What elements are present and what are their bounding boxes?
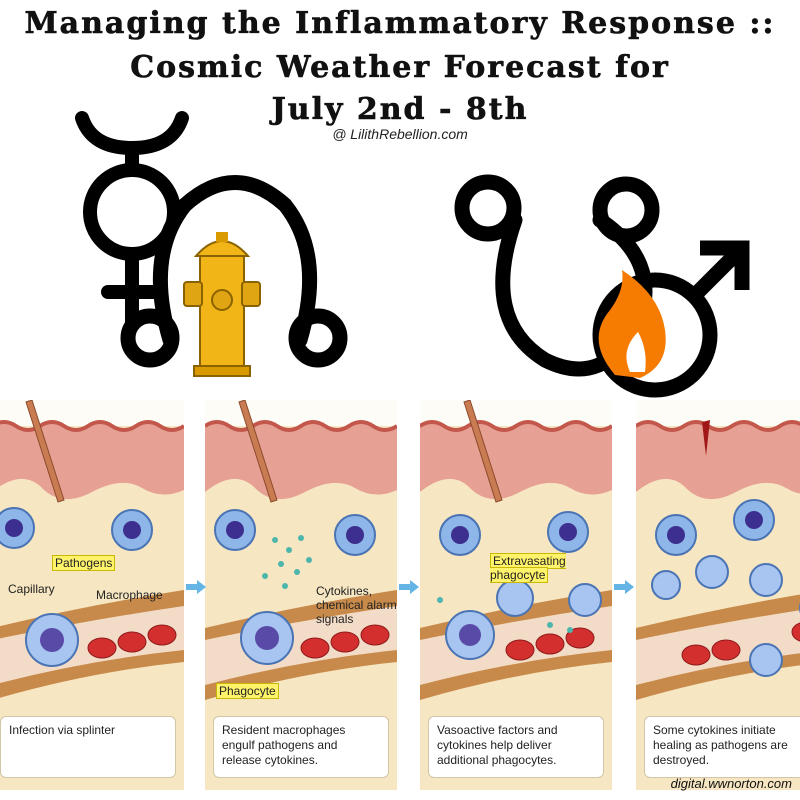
page-title-line-1: Managing the Inflammatory Response :: <box>24 6 776 42</box>
caption-macrophages: Resident macrophages engulf pathogens an… <box>213 716 389 778</box>
phagocyte-label: Phagocyte <box>216 683 279 699</box>
sedna-icon <box>75 111 189 329</box>
fire-hydrant-icon <box>183 232 261 377</box>
site-credit: @ LilithRebellion.com <box>332 126 468 142</box>
source-credit: digital.wwnorton.com <box>670 776 792 791</box>
cytokines-label: Cytokines, chemical alarm signals <box>316 584 397 626</box>
arrow-right-icon <box>186 580 206 594</box>
caption-healing: Some cytokines initiate healing as patho… <box>644 716 800 778</box>
arrow-right-icon <box>399 580 419 594</box>
north-node-icon <box>120 175 348 368</box>
arrow-right-icon <box>614 580 634 594</box>
caption-infection: Infection via splinter <box>0 716 176 778</box>
page-title-line-2: Cosmic Weather Forecast for <box>130 50 670 86</box>
macrophage-label: Macrophage <box>96 588 163 602</box>
astrology-symbols <box>75 111 750 398</box>
south-node-icon <box>454 174 660 377</box>
page-title-line-3: July 2nd - 8th <box>271 92 529 128</box>
splinter-icon <box>25 400 65 503</box>
flame-icon <box>598 270 666 378</box>
extravasating-phagocyte-label: Extravasating phagocyte <box>490 553 566 583</box>
capillary-label: Capillary <box>8 582 55 596</box>
macrophage-icon <box>0 507 153 551</box>
pathogens-label: Pathogens <box>52 555 116 571</box>
caption-vasoactive: Vasoactive factors and cytokines help de… <box>428 716 604 778</box>
